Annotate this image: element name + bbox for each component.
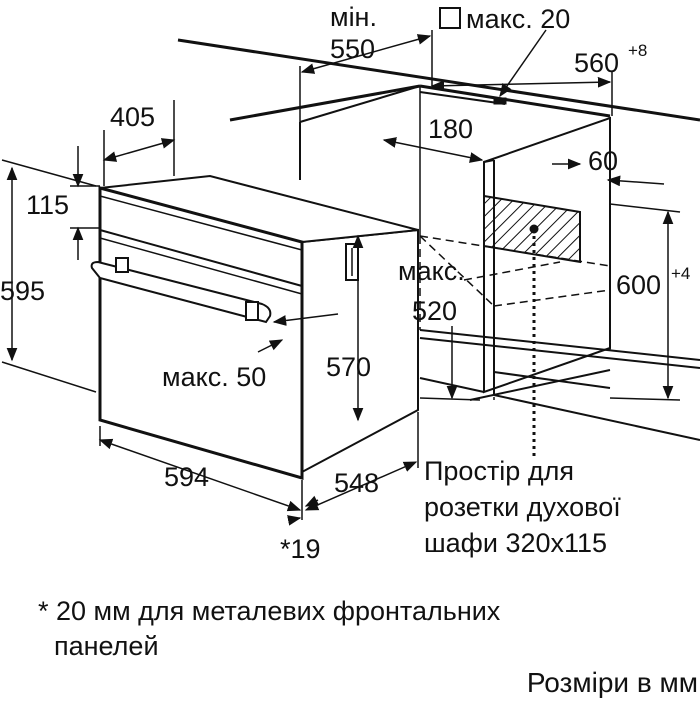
- dim-max-50: макс. 50: [162, 362, 266, 392]
- dim-min-label: мін.: [330, 2, 377, 32]
- socket-note-line-2: розетки духової: [424, 492, 621, 522]
- dim-595: 595: [0, 276, 45, 306]
- dim-19: *19: [280, 534, 321, 564]
- dim-570: 570: [326, 352, 371, 382]
- dim-60: 60: [588, 146, 618, 176]
- square-symbol-icon: [439, 7, 461, 29]
- dim-520: 520: [412, 296, 457, 326]
- socket-note: Простір для розетки духової шафи 320x115: [424, 456, 621, 558]
- dim-max-20: макс. 20: [466, 4, 570, 34]
- dim-560: 560: [574, 48, 619, 78]
- socket-note-line-3: шафи 320x115: [424, 528, 607, 558]
- dim-550: 550: [330, 34, 375, 64]
- footnote-line-2: панелей: [54, 631, 159, 661]
- socket-note-line-1: Простір для: [424, 456, 574, 486]
- oven-body: [90, 174, 419, 480]
- dim-max-label: макс.: [398, 256, 465, 286]
- dim-180: 180: [428, 114, 473, 144]
- dim-600-tolerance: +4: [671, 264, 690, 283]
- dim-115: 115: [26, 190, 69, 220]
- footnote-line-1: * 20 мм для металевих фронтальних: [38, 596, 501, 626]
- dim-600: 600: [616, 270, 661, 300]
- cabinet-niche: [177, 38, 700, 458]
- dim-548: 548: [334, 468, 379, 498]
- dim-560-tolerance: +8: [628, 41, 647, 60]
- dimension-lines: [1, 29, 681, 526]
- dim-405: 405: [110, 102, 155, 132]
- dim-594: 594: [164, 462, 209, 492]
- units-label: Розміри в мм: [526, 667, 698, 698]
- dimension-labels: мін. 550 макс. 20 560 +8 405 180 60 115 …: [0, 2, 690, 564]
